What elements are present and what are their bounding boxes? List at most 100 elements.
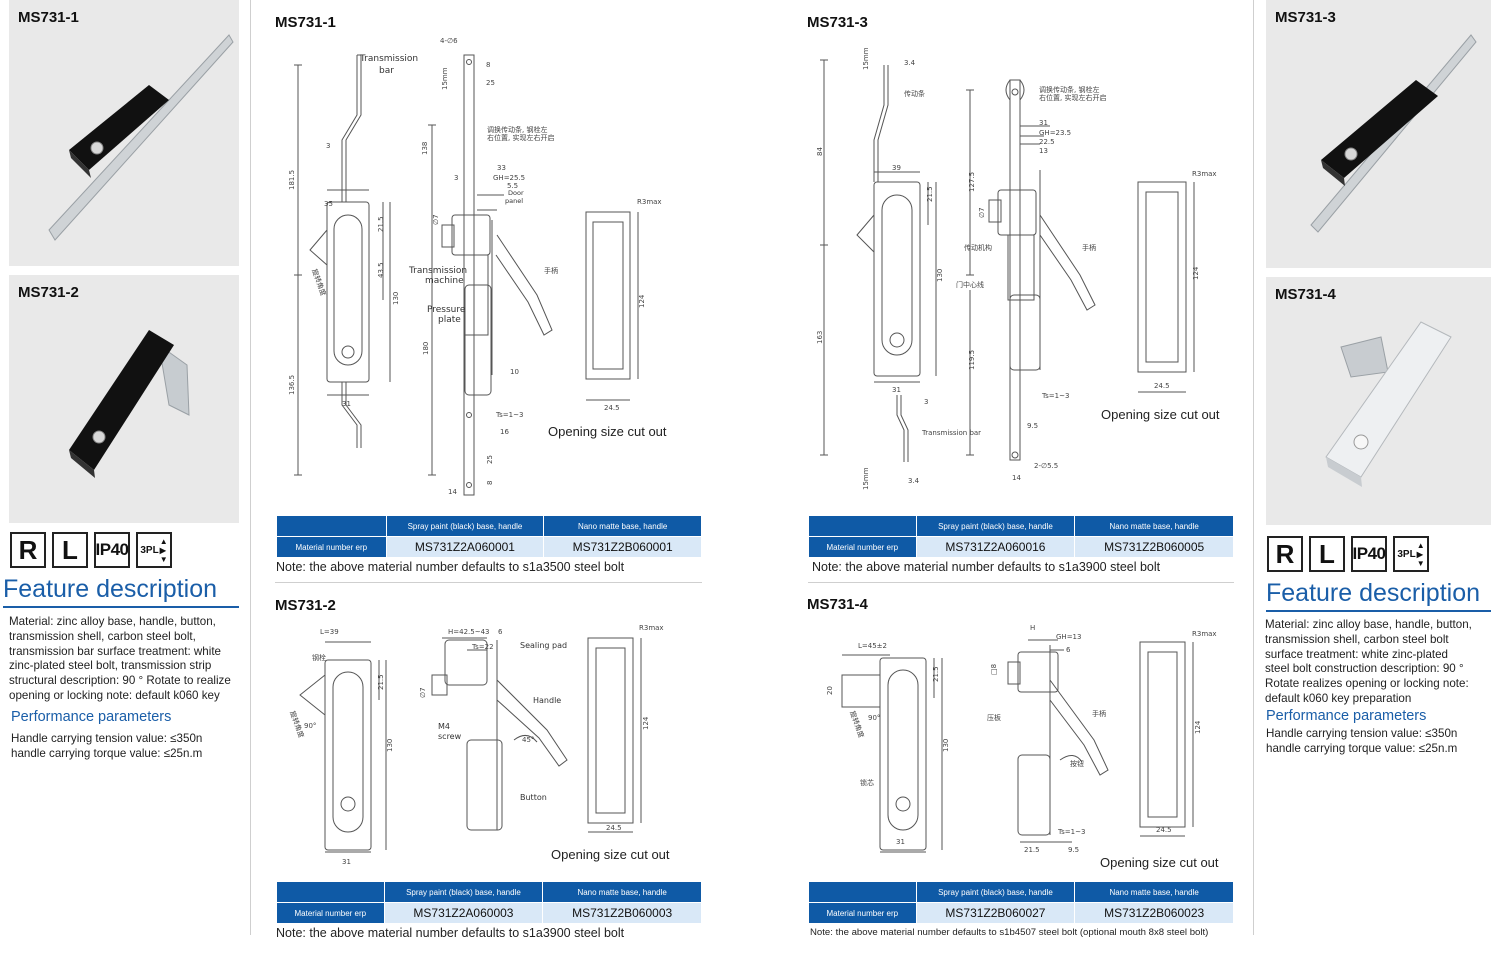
- dim-label: 10: [510, 368, 519, 376]
- perf-line: Handle carrying tension value: ≤350n: [11, 732, 203, 745]
- material-note: Note: the above material number defaults…: [276, 926, 625, 940]
- section-divider-right: [808, 582, 1234, 583]
- dim-label: 6: [498, 628, 503, 636]
- three-position-badge: 3PL ▲▶▼: [1393, 536, 1429, 572]
- left-hand-badge: L: [52, 532, 88, 568]
- drawing-ms731-2: L=39 H=42.5~43 6 Ts=22 21.5 ∅7 130 90° 4…: [288, 624, 663, 866]
- dim-label: 130: [386, 739, 394, 752]
- feature-line: Rotate realizes opening or locking note:: [1265, 677, 1469, 691]
- three-position-label: 3PL: [140, 544, 159, 556]
- dim-label: R3max: [1192, 170, 1217, 178]
- dim-label: 90°: [868, 714, 880, 722]
- callout-m4-screw: screw: [438, 732, 462, 741]
- performance-title: Performance parameters: [11, 709, 172, 725]
- position-arrows-icon: ▲▶▼: [159, 536, 168, 564]
- dim-label: 127.5: [968, 172, 976, 192]
- dim-label: 14: [448, 488, 457, 496]
- drawing-annotation: 门中心线: [956, 280, 984, 289]
- drawing-annotation: 钢栓: [312, 653, 326, 662]
- dim-label: Ts=1~3: [1057, 828, 1085, 836]
- dim-label: 31: [892, 386, 901, 394]
- dim-label: 20: [826, 686, 834, 695]
- dim-label: 3: [924, 398, 928, 406]
- callout-button: Button: [520, 793, 547, 802]
- table-cell: MS731Z2A060016: [915, 536, 1076, 558]
- dim-label: 124: [1194, 720, 1202, 734]
- material-note: Note: the above material number defaults…: [810, 927, 1209, 938]
- table-cell: MS731Z2B060003: [542, 902, 702, 924]
- callout-door-panel: Door: [508, 189, 524, 197]
- dim-label: 24.5: [606, 824, 622, 832]
- ip-rating-badge: IP40: [1351, 536, 1387, 572]
- feature-line: default k060 key preparation: [1265, 691, 1412, 705]
- dim-label: ∅7: [419, 687, 427, 698]
- table-header: Spray paint (black) base, handle: [915, 881, 1076, 903]
- dim-label: □8: [990, 664, 998, 675]
- dim-label: 90°: [304, 722, 316, 730]
- dim-label: L=45±2: [858, 642, 887, 650]
- dim-label: 181.5: [288, 170, 296, 190]
- dim-label: 21.5: [377, 674, 385, 690]
- feature-line: steel bolt construction description: 90 …: [1265, 662, 1464, 676]
- drawing-annotation: 传动机构: [964, 243, 992, 252]
- performance-title: Performance parameters: [1266, 708, 1427, 724]
- dim-label: Ts=22: [471, 643, 494, 651]
- rating-badges-right: R L IP40 3PL ▲▶▼: [1267, 536, 1429, 572]
- dim-label: 31: [896, 838, 905, 846]
- dim-label: 39: [892, 164, 901, 172]
- table-header: Spray paint (black) base, handle: [383, 881, 544, 903]
- callout-handle: Handle: [533, 696, 561, 705]
- dim-label: 3: [454, 174, 458, 182]
- lock-product-image: [1310, 34, 1477, 233]
- drawing-annotation: 旋转角度: [848, 710, 866, 739]
- dim-label: R3max: [637, 198, 662, 206]
- dim-label: ∅7: [978, 207, 986, 218]
- left-panel-border: [250, 0, 251, 935]
- dim-label: 124: [1192, 266, 1200, 280]
- photo-title: MS731-2: [18, 284, 79, 301]
- table-header-blank: [808, 515, 917, 537]
- material-note: Note: the above material number defaults…: [812, 560, 1161, 574]
- lock-product-image: [69, 330, 190, 478]
- table-header: Nano matte base, handle: [1074, 515, 1234, 537]
- drawing-annotation: Transmission bar: [921, 429, 981, 437]
- table-cell: MS731Z2B060027: [915, 902, 1076, 924]
- dim-label: Ts=1~3: [1041, 392, 1069, 400]
- perf-line: handle carrying torque value: ≤25n.m: [1266, 741, 1458, 755]
- table-header-blank: [276, 515, 387, 537]
- table-row-label: Material number erp: [276, 536, 387, 558]
- section-divider-left: [275, 582, 702, 583]
- dim-label: 16: [500, 428, 509, 436]
- photo-title: MS731-4: [1275, 286, 1336, 303]
- feature-line: transmission shell, carbon steel bolt,: [9, 629, 196, 643]
- feature-description-text: Material: zinc alloy base, handle, butto…: [1265, 618, 1495, 707]
- dim-label: 24.5: [604, 404, 620, 412]
- section-title-ms731-4: MS731-4: [807, 596, 868, 613]
- callout-door-panel: panel: [505, 197, 523, 205]
- dim-label: 4-∅6: [440, 37, 458, 45]
- section-title-ms731-1: MS731-1: [275, 14, 336, 31]
- table-row-label: Material number erp: [808, 536, 917, 558]
- table-header: Nano matte base, handle: [1074, 881, 1234, 903]
- performance-text: Handle carrying tension value: ≤350n han…: [1266, 727, 1457, 757]
- feature-divider: [1266, 610, 1491, 612]
- drawing-annotation: 调换传动条, 钢栓左: [1039, 85, 1099, 94]
- table-cell: MS731Z2B060001: [543, 536, 702, 558]
- feature-description-title: Feature description: [1266, 579, 1481, 607]
- drawing-annotation: 手柄: [1092, 709, 1106, 718]
- ip-rating-badge: IP40: [94, 532, 130, 568]
- dim-label: 136.5: [288, 375, 296, 395]
- dim-label: 14: [1012, 474, 1021, 482]
- feature-line: Material: zinc alloy base, handle, butto…: [9, 615, 216, 628]
- dim-label: 138: [421, 142, 429, 155]
- dim-label: 43.5: [377, 262, 385, 278]
- perf-line: Handle carrying tension value: ≤350n: [1266, 727, 1458, 740]
- feature-line: transmission shell, carbon steel bolt: [1265, 632, 1449, 646]
- drawing-annotation: 调换传动条, 钢栓左: [487, 125, 547, 134]
- callout-transmission-bar: bar: [379, 66, 394, 76]
- dim-label: 35: [324, 200, 333, 208]
- right-hand-badge: R: [10, 532, 46, 568]
- drawing-annotation: 右位置, 实现左右开启: [1039, 93, 1106, 102]
- material-table-ms731-2: Spray paint (black) base, handle Nano ma…: [276, 881, 702, 924]
- dim-label: 3.4: [904, 59, 916, 67]
